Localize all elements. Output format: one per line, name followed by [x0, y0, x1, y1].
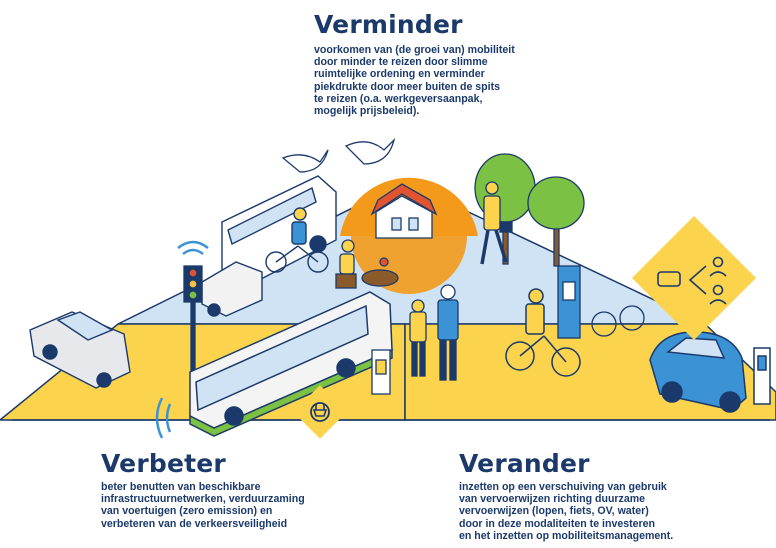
- verbeter-description: beter benutten van beschikbare infrastru…: [101, 481, 305, 530]
- charging-station-icon: [557, 265, 645, 339]
- cyclist-plaza: [265, 207, 329, 273]
- house: [370, 183, 438, 239]
- verbeter-heading: Verbeter: [101, 449, 226, 478]
- verminder-line: door minder te reizen door slimme: [314, 56, 488, 69]
- verander-heading: Verander: [459, 449, 590, 478]
- verander-line: door in deze modaliteiten te investeren: [459, 517, 656, 530]
- verander-line: van vervoerwijzen richting duurzame: [459, 493, 646, 506]
- verander-line: inzetten op een verschuiving van gebruik: [459, 481, 667, 493]
- verbeter-line: beter benutten van beschikbare: [101, 481, 261, 493]
- sedan-left: [29, 311, 131, 389]
- verbeter-line: infrastructuurnetwerken, verduurzaming: [101, 493, 305, 506]
- verminder-line: ruimtelijke ordening en verminder: [314, 68, 485, 81]
- bus: [155, 291, 393, 439]
- plug-icon: [293, 385, 347, 439]
- verminder-heading: Verminder: [314, 10, 463, 39]
- verander-description: inzetten op een verschuiving van gebruik…: [459, 481, 673, 542]
- walker-with-bag: [480, 181, 513, 265]
- white-car: [201, 261, 263, 317]
- verminder-line: voorkomen van (de groei van) mobiliteit: [314, 44, 515, 56]
- charging-post-bus: [371, 349, 391, 395]
- verminder-line: te reizen (o.a. werkgeversaanpak,: [314, 92, 483, 105]
- electric-car: [649, 331, 771, 413]
- people-walking: [409, 284, 459, 381]
- car-to-people-icon: [632, 216, 756, 340]
- tree-2: [527, 176, 585, 267]
- verbeter-line: van voertuigen (zero emission) en: [101, 505, 273, 518]
- verminder-description: voorkomen van (de groei van) mobiliteit …: [314, 44, 515, 117]
- bird-left: [281, 149, 329, 173]
- cafe-person: [335, 239, 399, 289]
- verminder-line: mogelijk prijsbeleid).: [314, 105, 420, 118]
- bird-right: [344, 137, 396, 165]
- verander-line: vervoerwijzen (lopen, fiets, OV, water): [459, 505, 649, 518]
- verbeter-line: verbeteren van de verkeersveiligheid: [101, 517, 288, 530]
- cyclist-right: [505, 288, 581, 377]
- verander-line: en het inzetten op mobiliteitsmanagement…: [459, 529, 674, 542]
- verminder-line: piekdrukte door meer buiten de spits: [314, 80, 501, 93]
